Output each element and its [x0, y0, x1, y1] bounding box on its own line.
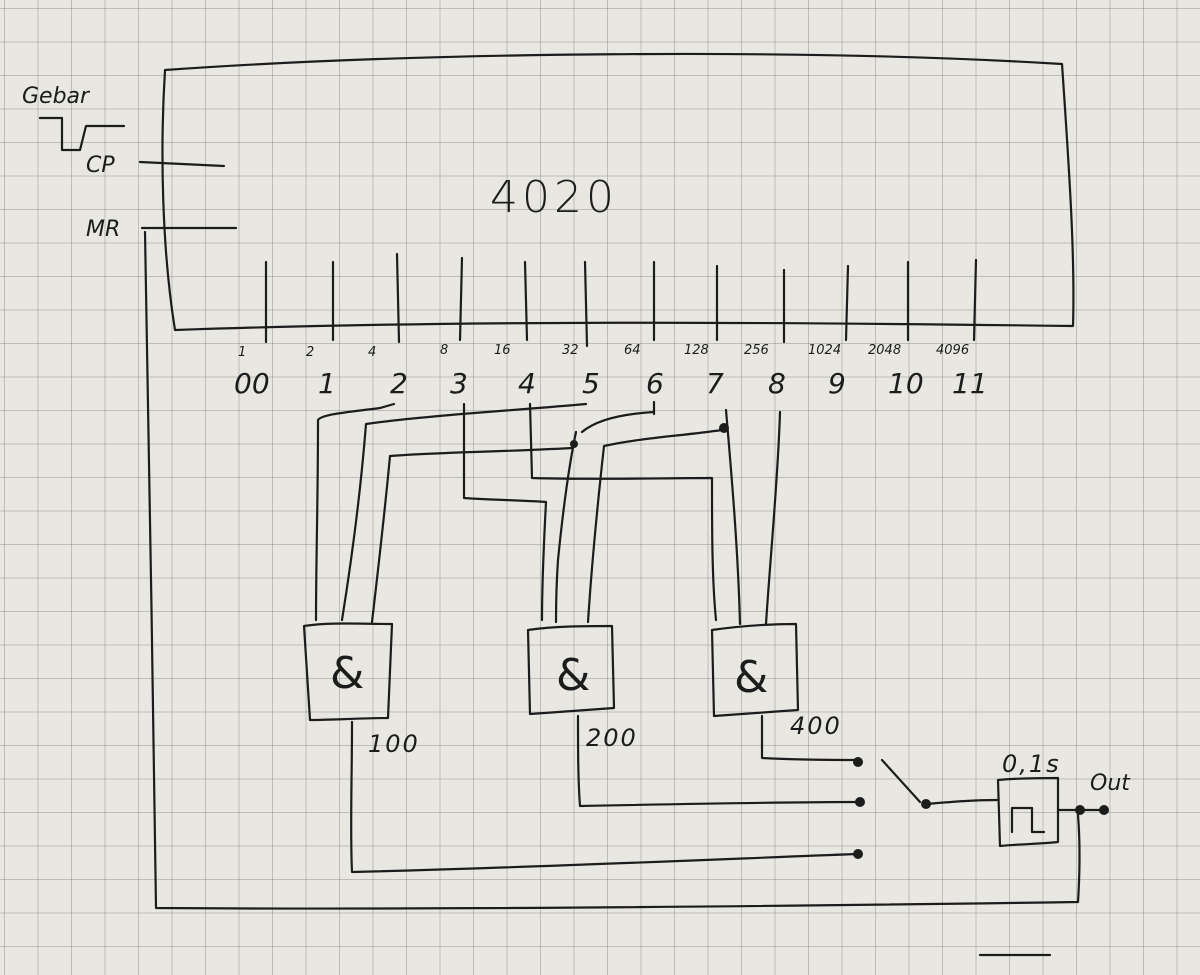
and-gate-100: & 100 [302, 622, 420, 758]
pin-label: 1 [318, 367, 336, 400]
mr-label: MR [86, 217, 120, 242]
switch-contact-200 [855, 797, 865, 807]
pin-label: 10 [888, 367, 924, 400]
clock-pulse-symbol [38, 116, 126, 152]
cp-pin-line [138, 160, 226, 168]
pin-label: 9 [828, 367, 846, 400]
pin-label: 2 [390, 367, 408, 400]
pin-label: 4 [518, 367, 536, 400]
counter-ic-body [161, 52, 1075, 332]
pin-label: 11 [952, 367, 988, 400]
pin-label: 8 [768, 367, 786, 400]
junction-dot [719, 423, 729, 433]
switch-contact-400 [853, 757, 863, 767]
cp-label: CP [86, 153, 115, 178]
weight-label: 8 [440, 343, 448, 358]
weight-label: 64 [624, 343, 641, 358]
weight-labels: 1 2 4 8 16 32 64 128 256 1024 2048 4096 [238, 343, 969, 360]
output-junction [1075, 805, 1085, 815]
weight-label: 32 [562, 343, 579, 358]
output-pin-labels: 00 1 2 3 4 5 6 7 8 9 10 11 [234, 367, 988, 400]
weight-label: 2 [306, 345, 314, 360]
output-terminal [1099, 805, 1109, 815]
junction-dot [570, 440, 578, 448]
chip-title: 4020 [490, 172, 618, 223]
weight-label: 4 [368, 345, 376, 360]
gate-value-label: 400 [790, 712, 842, 740]
gate-value-label: 100 [368, 730, 420, 758]
weight-label: 128 [684, 343, 709, 358]
generator-label: Gebar [22, 84, 91, 109]
pin-label: 5 [582, 367, 600, 400]
pin-label: 6 [646, 367, 664, 400]
weight-label: 2048 [868, 343, 901, 358]
gate-value-label: 200 [586, 724, 638, 752]
and-gate-symbol: & [330, 648, 364, 699]
switch-contact-100 [853, 849, 863, 859]
weight-label: 256 [744, 343, 769, 358]
weight-label: 1 [238, 345, 246, 360]
reset-feedback-wire [143, 230, 1081, 910]
and-gate-symbol: & [556, 650, 590, 701]
switch-to-monoflop-wire [924, 798, 1000, 806]
and-gate-symbol: & [734, 652, 768, 703]
monoflop-block: 0,1s [996, 750, 1061, 848]
pin-label: 3 [450, 367, 468, 400]
gate-input-wires [314, 400, 782, 626]
gate-output-wires [350, 714, 860, 874]
output-pin-lines [264, 252, 978, 348]
and-gate-400: & 400 [710, 622, 842, 740]
selector-switch-lever [880, 758, 922, 804]
weight-label: 16 [494, 343, 511, 358]
pin-label: 00 [234, 367, 270, 400]
weight-label: 4096 [936, 343, 969, 358]
monoflop-duration: 0,1s [1002, 750, 1061, 778]
output-label: Out [1090, 771, 1131, 796]
pin-label: 7 [706, 367, 724, 400]
weight-label: 1024 [808, 343, 841, 358]
and-gate-200: & 200 [526, 624, 638, 752]
